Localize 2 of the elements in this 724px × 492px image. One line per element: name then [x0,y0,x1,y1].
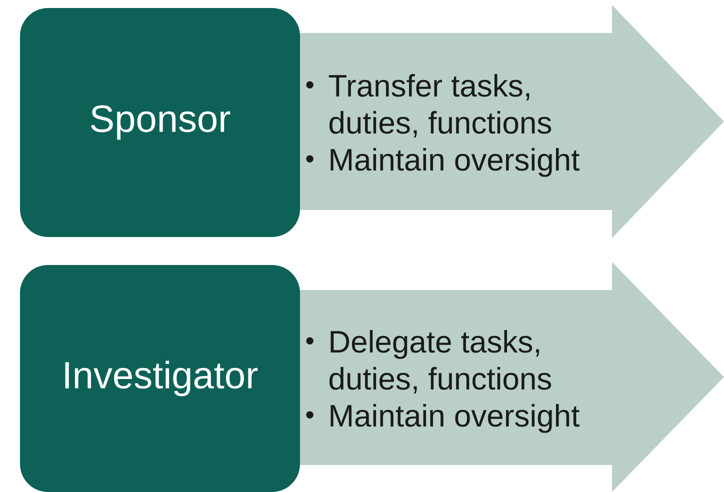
rounded-box: Investigator [20,264,300,492]
rounded-box: Sponsor [20,8,300,237]
